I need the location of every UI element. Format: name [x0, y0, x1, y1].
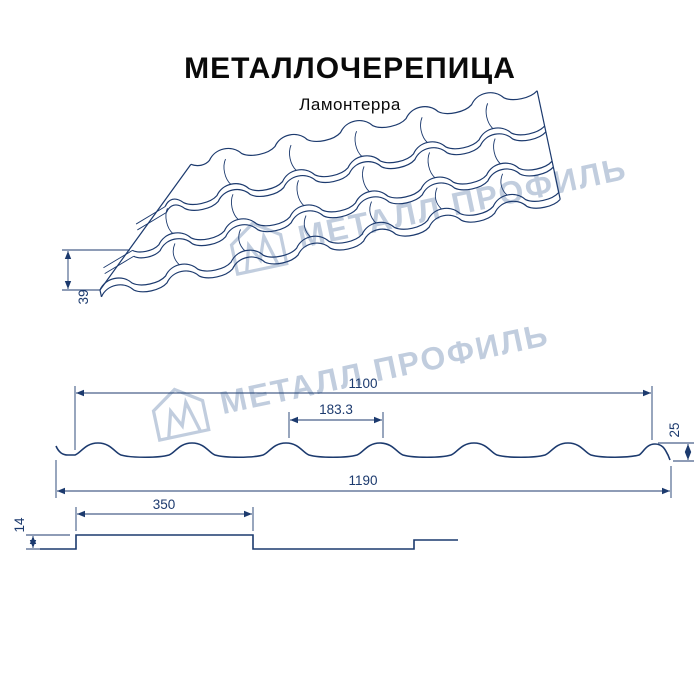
dim-label-1100: 1100 [348, 376, 377, 391]
extension-lines [288, 412, 384, 438]
page-title: МЕТАЛЛОЧЕРЕПИЦА [184, 52, 516, 85]
extension-lines [26, 534, 70, 550]
dim-label-14: 14 [12, 517, 27, 533]
dimension-39: 39 [62, 249, 130, 305]
roof-perspective-drawing [99, 90, 561, 298]
extension-lines [55, 460, 672, 498]
extension-lines [74, 386, 653, 450]
dimension-25: 25 [658, 422, 694, 462]
extension-lines [75, 507, 254, 531]
roof-rake-edge [99, 164, 192, 291]
dim-label-1190: 1190 [348, 473, 377, 488]
cross-section-drawing: 1100 183.3 25 1190 [55, 376, 694, 498]
dimension-183: 183.3 [288, 402, 384, 438]
dim-label-39: 39 [76, 289, 91, 304]
dimension-1190: 1190 [55, 460, 672, 498]
tile-profile-curve [55, 442, 671, 461]
roof-eave-edge [99, 289, 103, 297]
step-profile-line [40, 534, 458, 550]
dimension-350: 350 [75, 497, 254, 531]
dim-label-350: 350 [153, 497, 176, 512]
roof-rake-trim [103, 206, 167, 275]
longitudinal-drawing: 350 14 [12, 497, 458, 550]
extension-lines [62, 249, 130, 291]
dim-label-25: 25 [667, 422, 682, 437]
dimension-1100: 1100 [74, 376, 653, 450]
roof-right-edge [536, 90, 561, 200]
dim-label-183: 183.3 [319, 402, 353, 417]
header: МЕТАЛЛОЧЕРЕПИЦА Ламонтерра [0, 52, 700, 115]
extension-lines [658, 442, 694, 462]
page-subtitle: Ламонтерра [299, 95, 401, 114]
dimension-14: 14 [12, 517, 70, 550]
roof-tile-rows [99, 90, 561, 298]
roof-wave-curves [165, 103, 508, 266]
